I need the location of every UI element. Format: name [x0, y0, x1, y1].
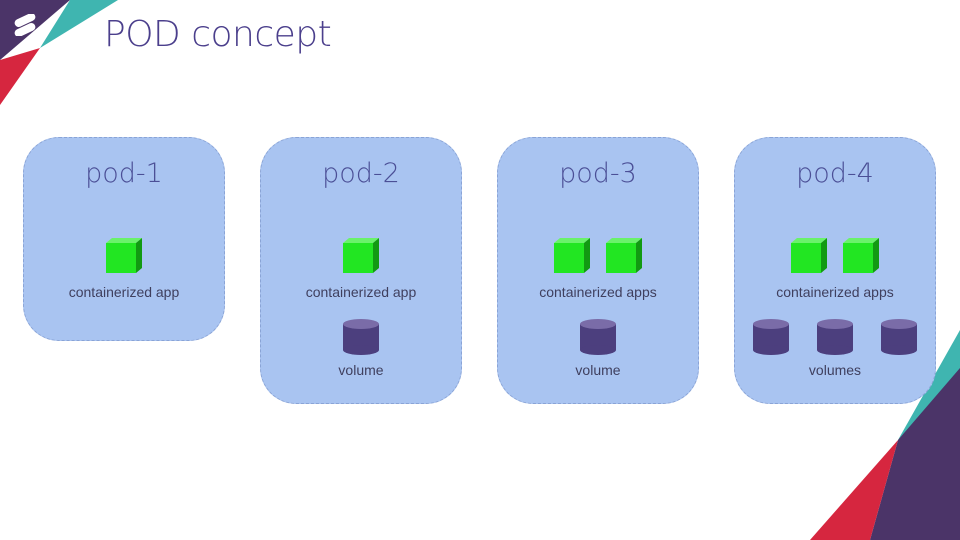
pod-3-box: pod-3 containerized apps volume [497, 137, 699, 404]
container-row [498, 237, 698, 275]
pod-title: pod-1 [85, 158, 163, 189]
container-cube-icon [343, 238, 379, 273]
apps-label: containerized app [68, 284, 180, 300]
volume-label: volume [338, 362, 384, 378]
slide-title: POD concept [104, 14, 332, 55]
volume-cylinder-icon [580, 319, 616, 355]
container-cube-icon [791, 238, 827, 273]
pod-title: pod-2 [322, 158, 400, 189]
volume-cylinder-icon [881, 319, 917, 355]
pod-1-box: pod-1 containerized app [23, 137, 225, 341]
apps-label: containerized apps [776, 284, 894, 300]
volume-label: volumes [808, 362, 862, 378]
container-cube-icon [554, 238, 590, 273]
pod-4-box: pod-4 containerized apps volu [734, 137, 936, 404]
container-row [24, 237, 224, 275]
container-cube-icon [606, 238, 642, 273]
container-row [261, 237, 461, 275]
apps-label: containerized app [305, 284, 417, 300]
volume-row [735, 318, 935, 356]
pod-title: pod-4 [796, 158, 874, 189]
pod-title: pod-3 [559, 158, 637, 189]
container-cube-icon [843, 238, 879, 273]
volume-row [261, 318, 461, 356]
container-cube-icon [106, 238, 142, 273]
volume-cylinder-icon [817, 319, 853, 355]
volume-row [498, 318, 698, 356]
apps-label: containerized apps [539, 284, 657, 300]
brand-logo-icon [14, 14, 36, 36]
volume-label: volume [575, 362, 621, 378]
corner-decoration-top-left [0, 0, 118, 105]
volume-cylinder-icon [753, 319, 789, 355]
container-row [735, 237, 935, 275]
pod-2-box: pod-2 containerized app volume [260, 137, 462, 404]
volume-cylinder-icon [343, 319, 379, 355]
